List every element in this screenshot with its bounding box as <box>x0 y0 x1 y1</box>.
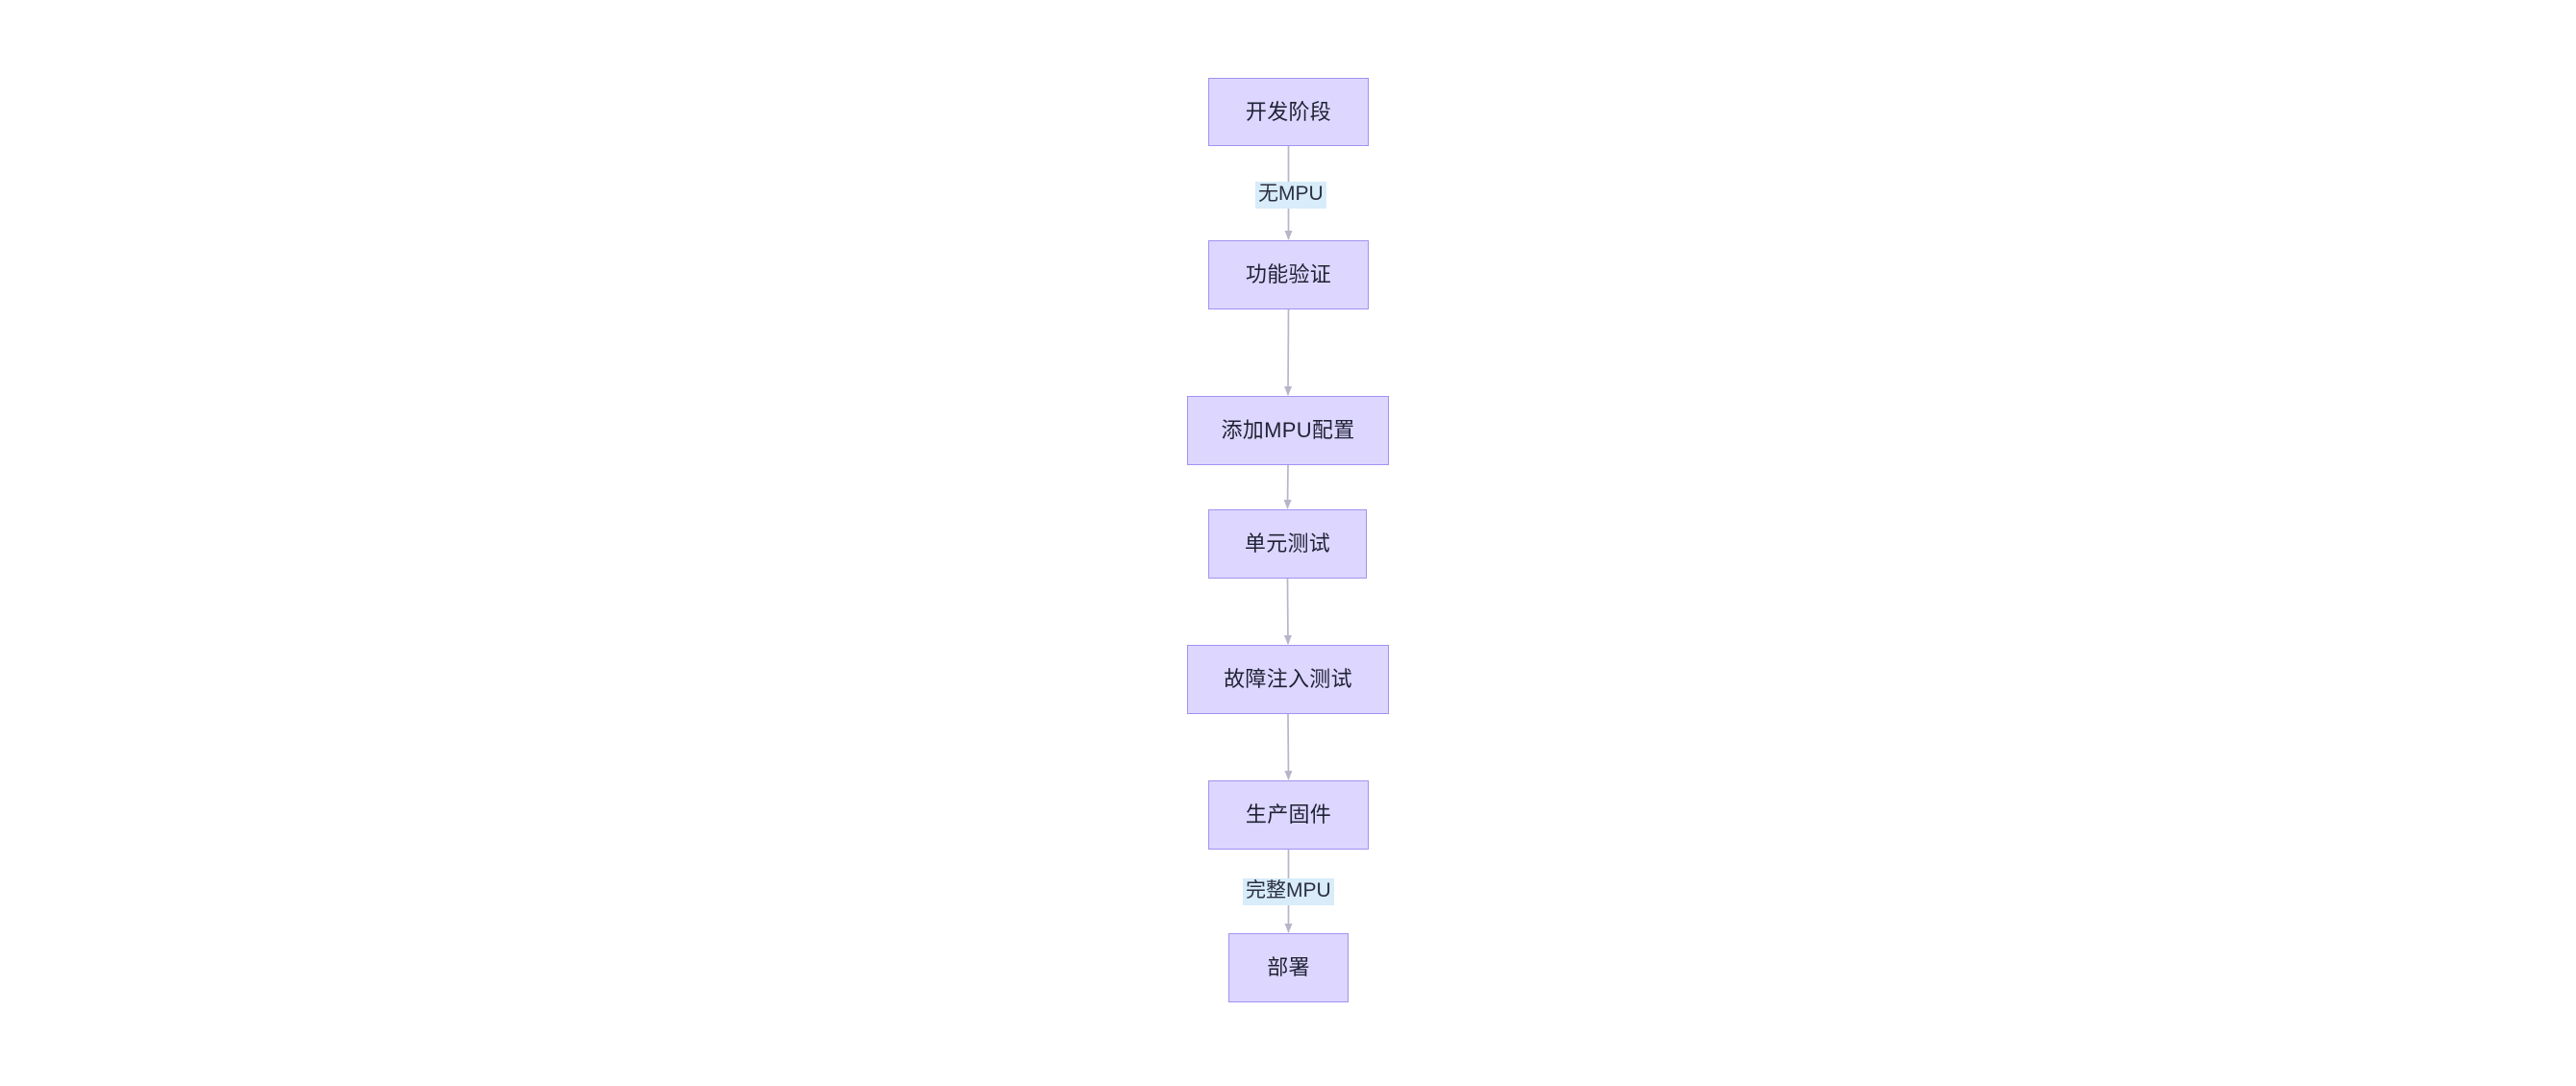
flow-edge-n5-to-n6 <box>1284 713 1293 780</box>
flow-node-n3[interactable]: 添加MPU配置 <box>1187 396 1389 465</box>
flow-node-label: 部署 <box>1267 955 1310 979</box>
flow-node-n4[interactable]: 单元测试 <box>1208 509 1367 579</box>
flow-edge-label-n6-to-n7: 完整MPU <box>1243 878 1334 905</box>
flow-node-n7[interactable]: 部署 <box>1228 933 1349 1002</box>
flow-edge-label-n1-to-n2: 无MPU <box>1255 182 1326 209</box>
flow-node-label: 功能验证 <box>1245 262 1332 286</box>
flow-edge-n3-to-n4 <box>1283 464 1292 509</box>
flow-node-n6[interactable]: 生产固件 <box>1208 780 1369 850</box>
flow-node-label: 单元测试 <box>1244 531 1331 555</box>
flow-node-label: 添加MPU配置 <box>1221 418 1355 442</box>
flow-edge-n4-to-n5 <box>1283 578 1292 645</box>
flow-node-label: 开发阶段 <box>1245 99 1332 124</box>
flow-node-label: 生产固件 <box>1245 802 1332 827</box>
flow-node-n5[interactable]: 故障注入测试 <box>1187 645 1389 714</box>
flow-node-n2[interactable]: 功能验证 <box>1208 240 1369 309</box>
flow-node-n1[interactable]: 开发阶段 <box>1208 78 1369 146</box>
flow-edge-n2-to-n3 <box>1284 309 1293 396</box>
flow-node-label: 故障注入测试 <box>1224 667 1352 691</box>
